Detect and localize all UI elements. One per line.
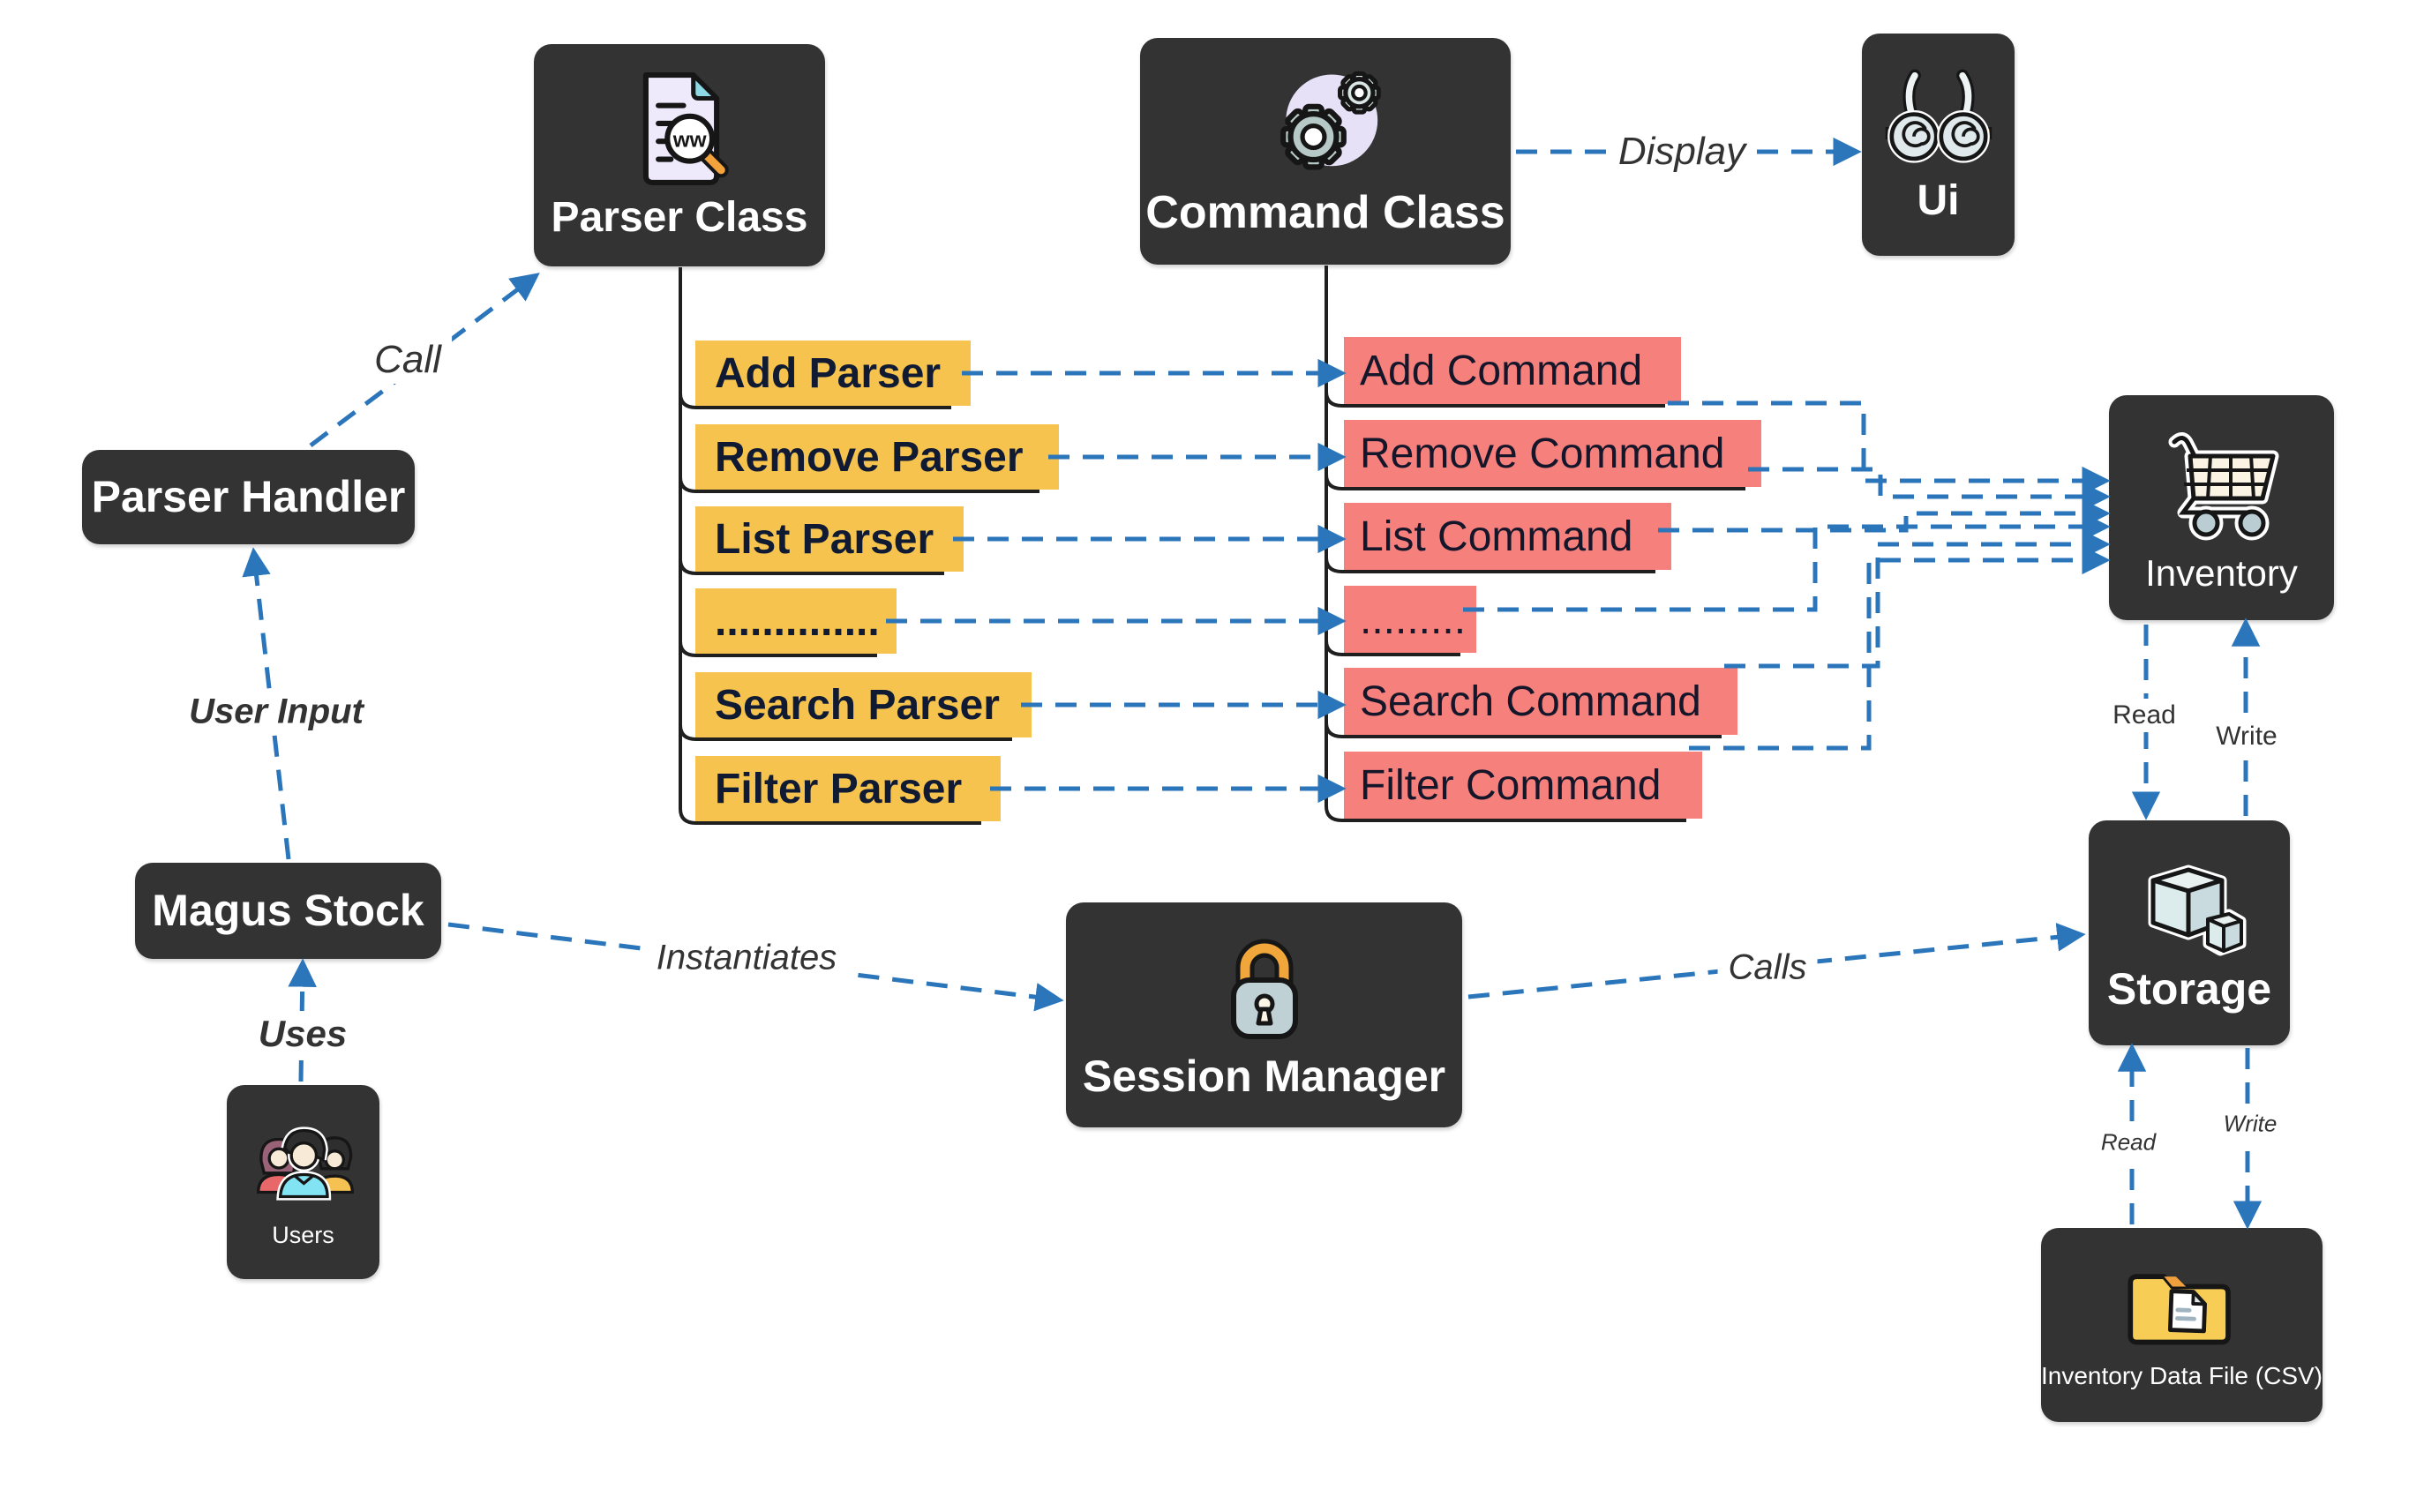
- edge-label-call: Call: [364, 336, 452, 384]
- edge-label-display: Display: [1607, 128, 1757, 176]
- command-item-ellipsis-label: .........: [1360, 595, 1467, 643]
- command-item-ellipsis: .........: [1344, 586, 1476, 653]
- parser-item-add: Add Parser: [695, 341, 971, 406]
- gears-icon: [1280, 71, 1381, 170]
- edge-search-command-inventory: [1724, 529, 2111, 669]
- command-item-list: List Command: [1344, 503, 1671, 570]
- parser-handler-label: Parser Handler: [91, 472, 406, 521]
- parser-class-node: ww Parser Class: [534, 44, 825, 266]
- command-item-remove-label: Remove Command: [1360, 430, 1725, 477]
- parser-item-add-label: Add Parser: [715, 349, 942, 397]
- storage-boxes-icon: [2148, 865, 2247, 956]
- parser-item-filter: Filter Parser: [695, 756, 1001, 821]
- ui-label: Ui: [1917, 177, 1960, 225]
- ui-node: Ui: [1862, 34, 2015, 256]
- edge-filter-command-inventory: [1689, 545, 2111, 751]
- parser-item-list-label: List Parser: [715, 515, 934, 563]
- inventory-label: Inventory: [2145, 552, 2298, 595]
- parser-handler-node: Parser Handler: [82, 450, 415, 544]
- parser-item-ellipsis: ..............: [695, 588, 897, 654]
- edge-label-write-storage-file: Write: [2212, 1108, 2288, 1140]
- users-label: Users: [272, 1222, 334, 1249]
- session-manager-label: Session Manager: [1082, 1052, 1446, 1101]
- magus-stock-label: Magus Stock: [152, 886, 424, 935]
- edge-label-instantiates: Instantiates: [645, 936, 848, 980]
- command-item-list-label: List Command: [1360, 513, 1633, 560]
- folder-file-icon: [2128, 1274, 2231, 1345]
- edge-label-user-input: User Input: [178, 690, 374, 734]
- command-class-label: Command Class: [1145, 187, 1505, 239]
- edge-list-command-inventory: [1658, 498, 2111, 533]
- inventory-node: Inventory: [2109, 395, 2334, 620]
- magus-stock-node: Magus Stock: [135, 863, 441, 959]
- command-item-filter: Filter Command: [1344, 752, 1702, 819]
- edge-label-read-inventory-storage: Read: [2102, 699, 2187, 732]
- parser-icon-text: ww: [672, 128, 706, 152]
- storage-node: Storage: [2089, 820, 2290, 1045]
- parser-class-label: Parser Class: [551, 193, 808, 241]
- command-class-node: Command Class: [1140, 38, 1511, 265]
- parser-item-list: List Parser: [695, 506, 964, 572]
- parser-item-ellipsis-label: ..............: [715, 597, 880, 645]
- parser-item-remove-label: Remove Parser: [715, 433, 1024, 481]
- command-item-remove: Remove Command: [1344, 420, 1761, 487]
- inventory-data-file-node: Inventory Data File (CSV): [2041, 1228, 2323, 1422]
- document-search-icon: ww: [642, 71, 729, 185]
- command-item-search: Search Command: [1344, 668, 1737, 735]
- inventory-data-file-label: Inventory Data File (CSV): [2041, 1362, 2323, 1390]
- edge-label-uses: Uses: [247, 1011, 358, 1057]
- edge-label-read-file-storage: Read: [2090, 1127, 2167, 1158]
- session-manager-node: Session Manager: [1066, 902, 1462, 1127]
- users-icon: [256, 1127, 355, 1201]
- lock-icon: [1230, 939, 1298, 1039]
- edge-label-write-storage-inventory: Write: [2205, 720, 2288, 753]
- cart-icon: [2168, 432, 2278, 541]
- command-item-add: Add Command: [1344, 337, 1681, 404]
- parser-item-search-label: Search Parser: [715, 681, 1000, 729]
- edge-remove-command-inventory: [1748, 467, 2111, 512]
- command-item-search-label: Search Command: [1360, 677, 1701, 725]
- glasses-icon: [1885, 69, 1992, 163]
- storage-label: Storage: [2106, 964, 2272, 1014]
- edge-label-calls: Calls: [1717, 946, 1818, 990]
- parser-item-search: Search Parser: [695, 672, 1032, 737]
- users-node: Users: [227, 1085, 379, 1279]
- parser-item-filter-label: Filter Parser: [715, 765, 963, 812]
- command-item-filter-label: Filter Command: [1360, 761, 1662, 809]
- command-item-add-label: Add Command: [1360, 347, 1643, 394]
- parser-item-remove: Remove Parser: [695, 424, 1059, 490]
